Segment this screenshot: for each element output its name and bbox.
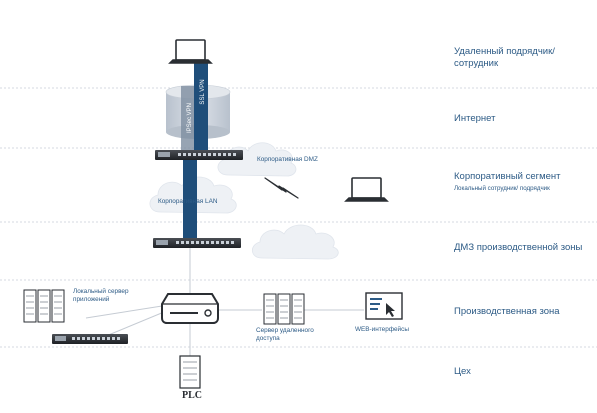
production-dmz-cloud	[251, 224, 339, 260]
corporate-gateway-device	[155, 150, 243, 160]
remote-laptop-icon	[168, 39, 213, 64]
ipsec-vpn-label: IPSec VPN	[187, 103, 193, 133]
zone-separators	[0, 87, 597, 348]
dmz-cloud-label: Корпоративная DMZ	[257, 156, 318, 163]
zone-production: Производственная зона	[454, 306, 560, 317]
connection-lines	[85, 248, 364, 356]
remote-server-label: Сервер удаленного доступа	[256, 327, 314, 342]
production-dmz-gateway-device	[153, 238, 241, 248]
lan-cloud-label: Корпоративная LAN	[158, 198, 218, 205]
zone-corporate-subtitle: Локальный сотрудник/ подрядчик	[454, 185, 550, 192]
web-interfaces-label: WEB-интерфейсы	[355, 326, 409, 333]
router-icon	[161, 293, 219, 324]
ssl-vpn-tunnel	[194, 62, 208, 152]
ssl-vpn-label: SSL VPN	[200, 79, 206, 104]
production-switch-device	[52, 334, 128, 344]
zone-production-dmz: ДМЗ производственной зоны	[454, 242, 583, 253]
web-interface-icon	[365, 292, 403, 320]
link-router-switch	[105, 311, 165, 337]
ipsec-vpn-tunnel	[181, 86, 195, 150]
zone-workshop: Цех	[454, 366, 471, 377]
local-server-icon	[23, 289, 65, 323]
remote-access-server-icon	[263, 293, 305, 325]
link-router-local-server	[85, 305, 163, 319]
local-laptop-icon	[344, 177, 389, 202]
plc-label: PLC	[182, 390, 202, 401]
corporate-trunk	[183, 160, 197, 238]
wireless-icon	[264, 177, 299, 199]
local-server-label: Локальный сервер приложений	[73, 288, 129, 303]
plc-icon	[179, 355, 201, 389]
zone-internet: Интернет	[454, 113, 496, 124]
zone-remote-contractor: Удаленный подрядчик/ сотрудник	[454, 46, 555, 69]
